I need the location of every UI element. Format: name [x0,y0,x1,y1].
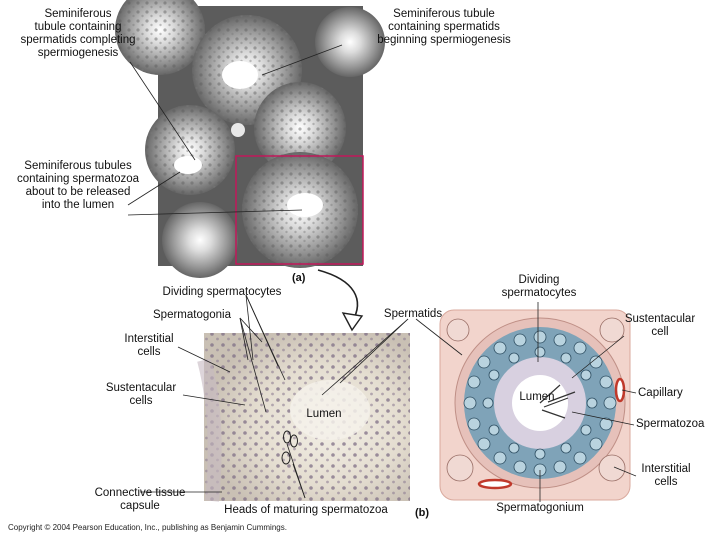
label-heads-spermatozoa: Heads of maturing spermatozoa [224,504,388,516]
label-dividing-spermatocytes-lm: Dividing spermatocytes [162,286,282,298]
label-lumen-diagram: Lumen [519,391,555,403]
panel-label-b: (b) [415,507,430,519]
label-spermatogonia: Spermatogonia [153,309,231,321]
label-spermatozoa: Spermatozoa [636,418,705,430]
label-spermatogonium: Spermatogonium [496,502,584,514]
leader-lines [127,44,637,502]
label-capillary: Capillary [638,387,683,399]
copyright-text: Copyright © 2004 Pearson Education, Inc.… [8,523,287,532]
label-spermatids: Spermatids [383,308,443,320]
label-lumen-lm: Lumen [306,408,342,420]
zoom-box [235,155,364,265]
micrograph-top [115,0,385,278]
panel-label-a: (a) [292,272,306,284]
tubule-diagram [439,309,631,501]
micrograph-bottom [197,333,410,502]
